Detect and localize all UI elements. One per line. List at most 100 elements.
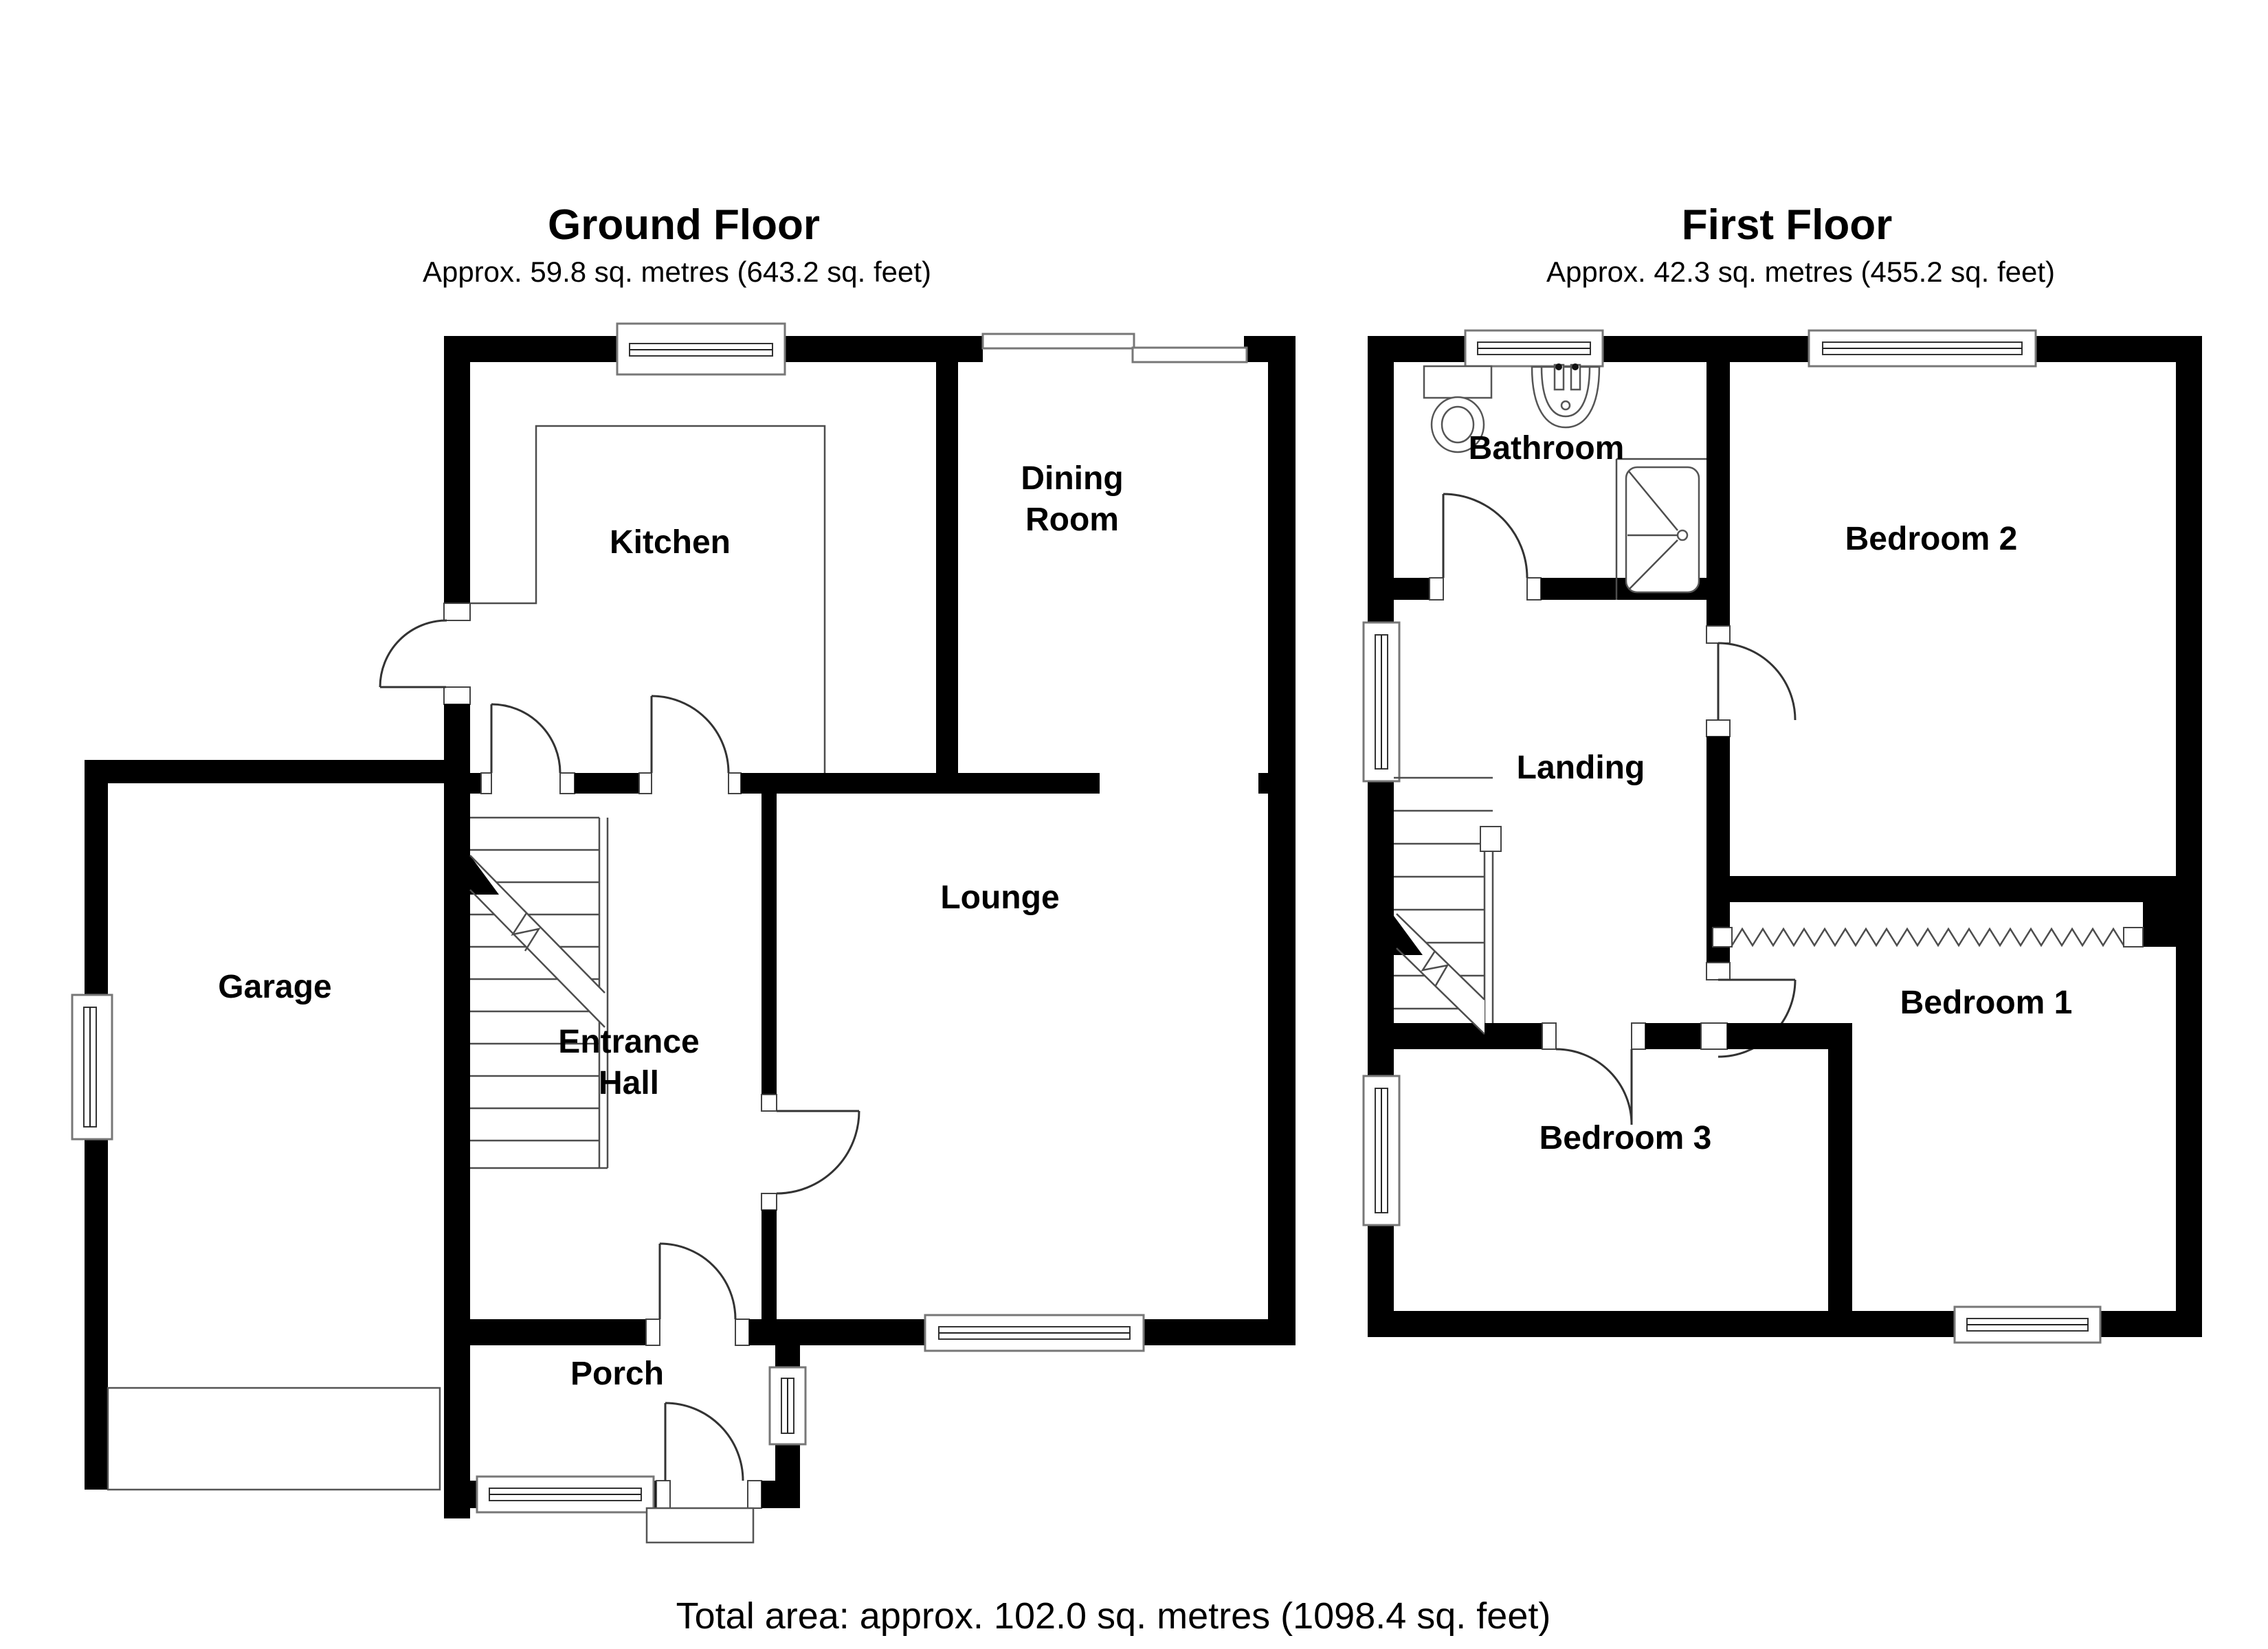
wall (1598, 336, 1814, 362)
wall (470, 1319, 646, 1345)
bedroom2-window (1808, 329, 2037, 368)
door-jamb (761, 1094, 777, 1112)
bedroom3-window (1362, 1075, 1401, 1226)
room-label-bathroom: Bathroom (1469, 430, 1625, 467)
room-label-entrance-line2: Hall (599, 1065, 659, 1101)
door-jamb (645, 1319, 660, 1346)
wall (1706, 737, 1730, 963)
landing-window (1362, 621, 1401, 783)
toilet (1423, 365, 1493, 453)
door-jamb (1542, 1022, 1557, 1050)
stair-break-flare (470, 855, 499, 895)
first-floor-subtitle: Approx. 42.3 sq. metres (455.2 sq. feet) (1546, 256, 2055, 288)
door-jamb (656, 1480, 671, 1509)
room-label-bedroom3: Bedroom 3 (1539, 1120, 1712, 1156)
stair-break-mask (1397, 914, 1485, 1034)
zigzag-line (1712, 927, 2144, 947)
shower (1615, 458, 1706, 600)
porch-side-window (768, 1366, 807, 1446)
room-label-porch: Porch (570, 1356, 664, 1392)
wall (1706, 876, 2202, 902)
wall (85, 1139, 108, 1490)
garage-door (107, 1387, 441, 1491)
room-label-entrance-line1: Entrance (558, 1024, 699, 1060)
wall (761, 1210, 777, 1319)
stairs-first (1394, 776, 1502, 1035)
lounge-window (924, 1314, 1145, 1352)
hall-porch-door (658, 1242, 737, 1320)
room-label-bedroom2: Bedroom 2 (1845, 521, 2018, 557)
wall (1394, 1023, 1542, 1049)
first-floor-plan (1362, 329, 2202, 1344)
stair-break-zigzag (1421, 950, 1449, 987)
room-label-dining-line1: Dining (1021, 460, 1123, 497)
wall-nib (1258, 773, 1268, 794)
wall (780, 336, 983, 362)
kitchen-door-right (650, 695, 730, 774)
stair-newel (1480, 826, 1502, 852)
wall (2032, 336, 2202, 362)
wall (2143, 902, 2176, 947)
stairs-ground (469, 816, 609, 1169)
wall (575, 773, 639, 794)
wall (761, 1481, 800, 1508)
wall (1368, 1224, 1394, 1337)
door-jamb (1706, 719, 1731, 737)
door-jamb (728, 772, 742, 794)
door-jamb (761, 1193, 777, 1211)
door-jamb (735, 1319, 750, 1346)
garage-window (71, 994, 113, 1141)
sink (1531, 363, 1601, 429)
wall (1139, 1319, 1296, 1345)
bedroom3-door (1555, 1048, 1633, 1125)
room-label-garage: Garage (218, 969, 331, 1005)
first-floor-title: First Floor (1682, 201, 1893, 249)
room-label-landing: Landing (1517, 750, 1645, 786)
wall (444, 1481, 479, 1508)
wall (749, 1319, 929, 1345)
room-label-lounge: Lounge (940, 879, 1059, 916)
ground-floor-plan (71, 322, 1296, 1544)
wall (2096, 1311, 2202, 1337)
stair-break-zigzag (511, 912, 541, 952)
wall (2176, 336, 2202, 1337)
porch-window (476, 1475, 655, 1514)
door-jamb (1526, 577, 1542, 601)
room-label-kitchen: Kitchen (610, 524, 731, 561)
wall (1368, 780, 1394, 1077)
door-jamb (747, 1480, 762, 1509)
dining-window-lower (1131, 346, 1248, 363)
lounge-door (776, 1110, 860, 1195)
porch-front-door (664, 1402, 744, 1481)
kitchen-door-left (490, 703, 562, 774)
door-jamb (480, 772, 492, 794)
room-label-dining-line2: Room (1025, 502, 1119, 538)
bathroom-door (1442, 493, 1528, 579)
wall (85, 783, 108, 995)
door-jamb (638, 772, 652, 794)
total-area-text: Total area: approx. 102.0 sq. metres (10… (676, 1595, 1551, 1637)
bedroom1-window (1953, 1305, 2102, 1344)
door-jamb (559, 772, 575, 794)
door-jamb (1706, 625, 1731, 644)
wall (444, 336, 622, 362)
stair-break-flare (1394, 916, 1423, 955)
bedroom3-right-wall (1828, 1049, 1852, 1311)
door-jamb (1706, 962, 1731, 980)
kitchen-dining-divider (936, 362, 958, 794)
kitchen-counter (470, 425, 826, 773)
door-jamb (1700, 1022, 1728, 1050)
wall (470, 773, 481, 794)
wall (444, 336, 470, 603)
porch-threshold (645, 1507, 755, 1544)
wall (1368, 1311, 1959, 1337)
wall (761, 794, 777, 1095)
wall (1706, 362, 1730, 626)
wall (1268, 336, 1296, 1345)
door-jamb (443, 603, 471, 621)
dining-window-upper (981, 333, 1135, 350)
wall (1727, 1023, 1852, 1049)
bathroom-window (1464, 329, 1604, 368)
wall (444, 704, 470, 1518)
